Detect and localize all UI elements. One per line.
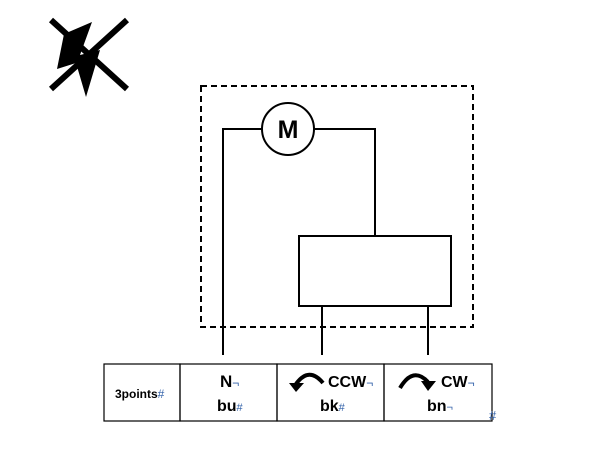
terminal-cw-bottom: bn¬ bbox=[427, 398, 453, 415]
actuator-housing bbox=[200, 85, 474, 328]
motor-label: M bbox=[278, 116, 299, 144]
terminal-strip bbox=[103, 363, 493, 422]
terminal-info-label: 3points# bbox=[115, 387, 165, 401]
wires bbox=[222, 128, 429, 355]
lightning-bolt-shape bbox=[57, 22, 100, 97]
no-lightning-icon bbox=[48, 17, 130, 97]
trailing-mark: # bbox=[489, 408, 497, 423]
rotate-ccw-arc bbox=[294, 372, 325, 386]
terminal-ccw-bottom: bk# bbox=[320, 398, 346, 415]
rotate-ccw-arrowhead bbox=[289, 383, 304, 392]
terminal-cw-top: CW¬ bbox=[441, 374, 475, 391]
motor-icon: M bbox=[261, 102, 315, 156]
rotate-cw-arc bbox=[398, 373, 430, 390]
rotate-cw-arrowhead bbox=[421, 381, 436, 391]
motor-circle bbox=[261, 102, 315, 156]
rotate-cw-icon bbox=[398, 373, 436, 391]
wire-neutral bbox=[222, 128, 262, 355]
wire-motor-to-controller bbox=[314, 128, 376, 236]
terminal-n-top: N¬ bbox=[220, 372, 239, 391]
terminal-cell-cw bbox=[383, 363, 493, 422]
terminal-n-bottom: bu# bbox=[217, 398, 244, 415]
controller-box bbox=[298, 235, 452, 307]
terminal-ccw-top: CCW¬ bbox=[328, 374, 373, 391]
rotate-ccw-icon bbox=[289, 372, 325, 392]
cross-line-2 bbox=[48, 17, 130, 92]
